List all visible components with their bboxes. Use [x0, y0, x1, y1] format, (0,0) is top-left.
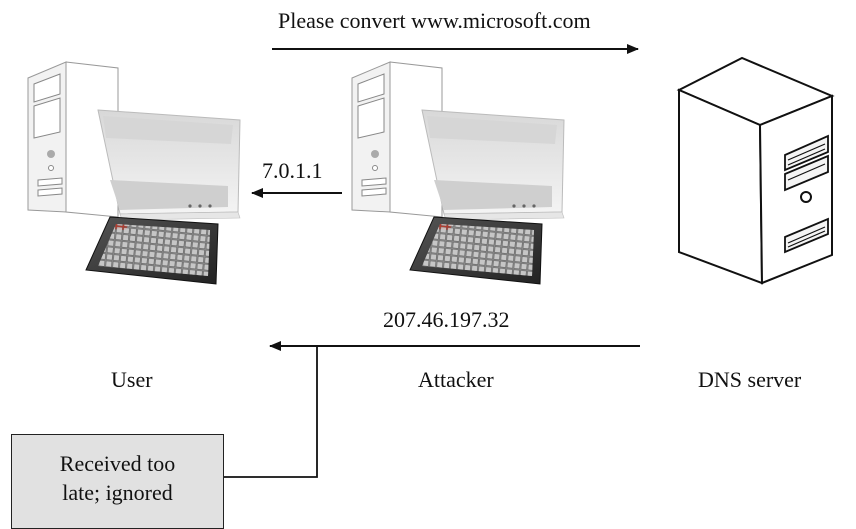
- real-reply-label: 207.46.197.32: [383, 307, 510, 332]
- attacker-computer-icon: [351, 61, 565, 285]
- note-connector-line: [224, 346, 318, 478]
- attacker-label: Attacker: [418, 367, 494, 392]
- dns-server-label: DNS server: [698, 367, 802, 392]
- query-message-label: Please convert www.microsoft.com: [278, 8, 591, 33]
- late-reply-note: Received too late; ignored: [11, 434, 224, 529]
- spoofed-reply-label: 7.0.1.1: [262, 158, 323, 183]
- user-label: User: [111, 367, 153, 392]
- user-computer-icon: [27, 61, 241, 285]
- note-line-2: late; ignored: [62, 480, 173, 505]
- dns-server-icon: [676, 56, 835, 285]
- note-line-1: Received too: [59, 451, 176, 476]
